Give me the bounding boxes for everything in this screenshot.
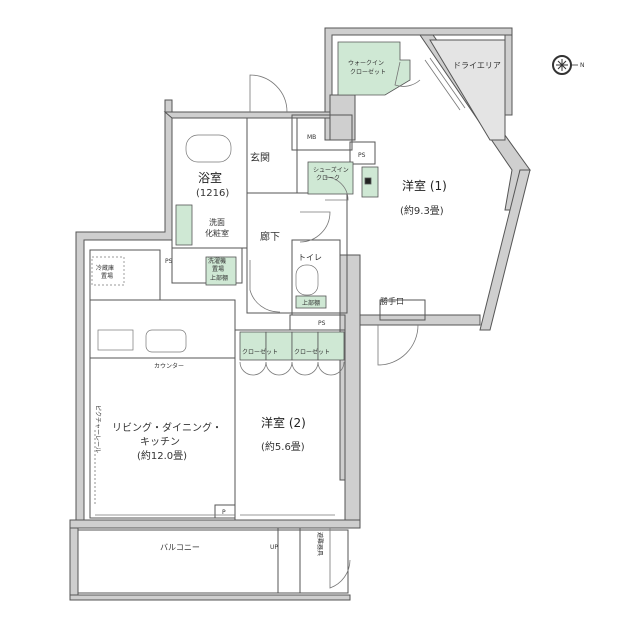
bathroom-label: 浴室	[198, 170, 222, 185]
balcony-label: バルコニー	[160, 543, 200, 552]
shoes-in-closet-label-2: クローク	[316, 175, 340, 182]
fridge-label-2: 置場	[101, 272, 113, 280]
dry-area-label: ドライエリア	[453, 61, 501, 70]
windows	[94, 57, 466, 516]
doors[interactable]	[239, 61, 421, 593]
back-door-label: 勝手口	[380, 296, 404, 306]
washroom-label-2: 化粧室	[205, 228, 229, 238]
fridge-label-1: 冷蔵庫	[96, 264, 114, 272]
evacuation-label: 避難器具	[316, 532, 324, 556]
toilet-shelf-label: 上部棚	[302, 299, 320, 307]
dry-area	[429, 39, 506, 141]
up-label: UP	[270, 544, 278, 551]
western-room-2-label: 洋室 (2)	[261, 415, 306, 430]
bathroom-size: (1216)	[196, 188, 229, 199]
toilet-label: トイレ	[298, 253, 322, 262]
compass-label: N	[580, 62, 585, 69]
ldk-size: (約12.0畳)	[137, 449, 187, 462]
ldk-label-2: キッチン	[140, 436, 180, 448]
western-room-1-label: 洋室 (1)	[402, 178, 447, 193]
washer-label-2: 置場	[212, 265, 224, 273]
western-room-1-size: (約9.3畳)	[400, 204, 444, 217]
mb-label: MB	[307, 134, 316, 141]
ps-top-label: PS	[358, 152, 366, 159]
entrance-label: 玄関	[250, 151, 270, 164]
storage-areas	[175, 41, 411, 361]
ps-mid-label: PS	[318, 320, 326, 327]
washer-label-1: 洗濯機	[208, 257, 226, 265]
compass-icon	[552, 55, 578, 75]
interior-walls	[77, 114, 426, 594]
ps-left-label: PS	[165, 258, 173, 265]
outer-walls	[69, 27, 531, 601]
washer-label-3: 上部棚	[210, 274, 228, 282]
washroom-label-1: 洗面	[209, 217, 225, 227]
walk-in-closet-label-1: ウォークイン	[348, 59, 384, 67]
closet-label-2: クローゼット	[294, 348, 330, 356]
walk-in-closet-label-2: クローゼット	[350, 68, 386, 76]
western-room-2-size: (約5.6畳)	[261, 440, 305, 453]
p-label: P	[222, 509, 226, 516]
shoes-in-closet-label-1: シューズイン	[313, 166, 349, 174]
hallway-label: 廊下	[260, 230, 280, 243]
counter-label: カウンター	[154, 362, 184, 370]
picture-rail-label: ピクチャーレール	[94, 405, 101, 453]
ldk-label-1: リビング・ダイニング・	[112, 421, 222, 434]
closet-label-1: クローゼット	[242, 348, 278, 356]
